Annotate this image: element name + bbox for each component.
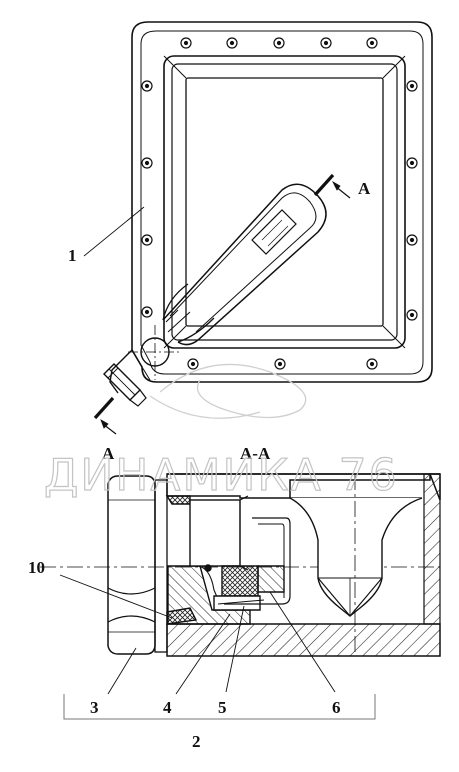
section-marker-bottom <box>93 396 117 435</box>
section-title: A-A <box>240 444 271 463</box>
watermark-text: ДИНАМИКА 76 <box>44 450 399 501</box>
bolt-hole <box>366 37 378 49</box>
section-letter-bottom: A <box>102 444 115 463</box>
cover-flange-outer <box>131 21 433 383</box>
bolt-hole <box>141 306 153 318</box>
assembly-bracket <box>63 694 376 720</box>
bolt-hole <box>273 37 285 49</box>
watermark-logo <box>149 363 307 419</box>
recess-frame-mid <box>171 63 398 341</box>
cover-flange-inner <box>140 30 424 375</box>
bolt-hole <box>320 37 332 49</box>
bolt-hole <box>141 80 153 92</box>
bolt-hole <box>141 234 153 246</box>
bolt-hole <box>274 358 286 370</box>
bolt-hole <box>226 37 238 49</box>
callout-6: 6 <box>332 698 341 717</box>
bolt-hole <box>406 80 418 92</box>
bolt-hole <box>406 157 418 169</box>
bolt-hole <box>366 358 378 370</box>
bolt-hole <box>406 309 418 321</box>
recess-frame-inner <box>185 77 384 327</box>
leader-1 <box>83 206 145 257</box>
callout-4: 4 <box>163 698 172 717</box>
cover-handle <box>162 183 327 346</box>
bolt-hole <box>187 358 199 370</box>
section-leaders <box>59 574 336 695</box>
callout-2: 2 <box>192 732 201 751</box>
callout-5: 5 <box>218 698 227 717</box>
bolt-hole <box>141 157 153 169</box>
hinge-pivot <box>103 325 182 407</box>
section-marker-top <box>313 173 351 199</box>
gland-assembly <box>165 495 291 625</box>
callout-3: 3 <box>90 698 99 717</box>
recess-frame-outer <box>163 55 406 349</box>
callout-10: 10 <box>28 558 45 577</box>
cover-top-view <box>109 21 433 394</box>
section-letter-top: A <box>358 179 371 198</box>
bolt-holes <box>141 37 418 370</box>
bolt-hole <box>406 234 418 246</box>
bolt-hole <box>180 37 192 49</box>
callout-1: 1 <box>68 246 77 265</box>
hex-nut <box>107 475 156 655</box>
